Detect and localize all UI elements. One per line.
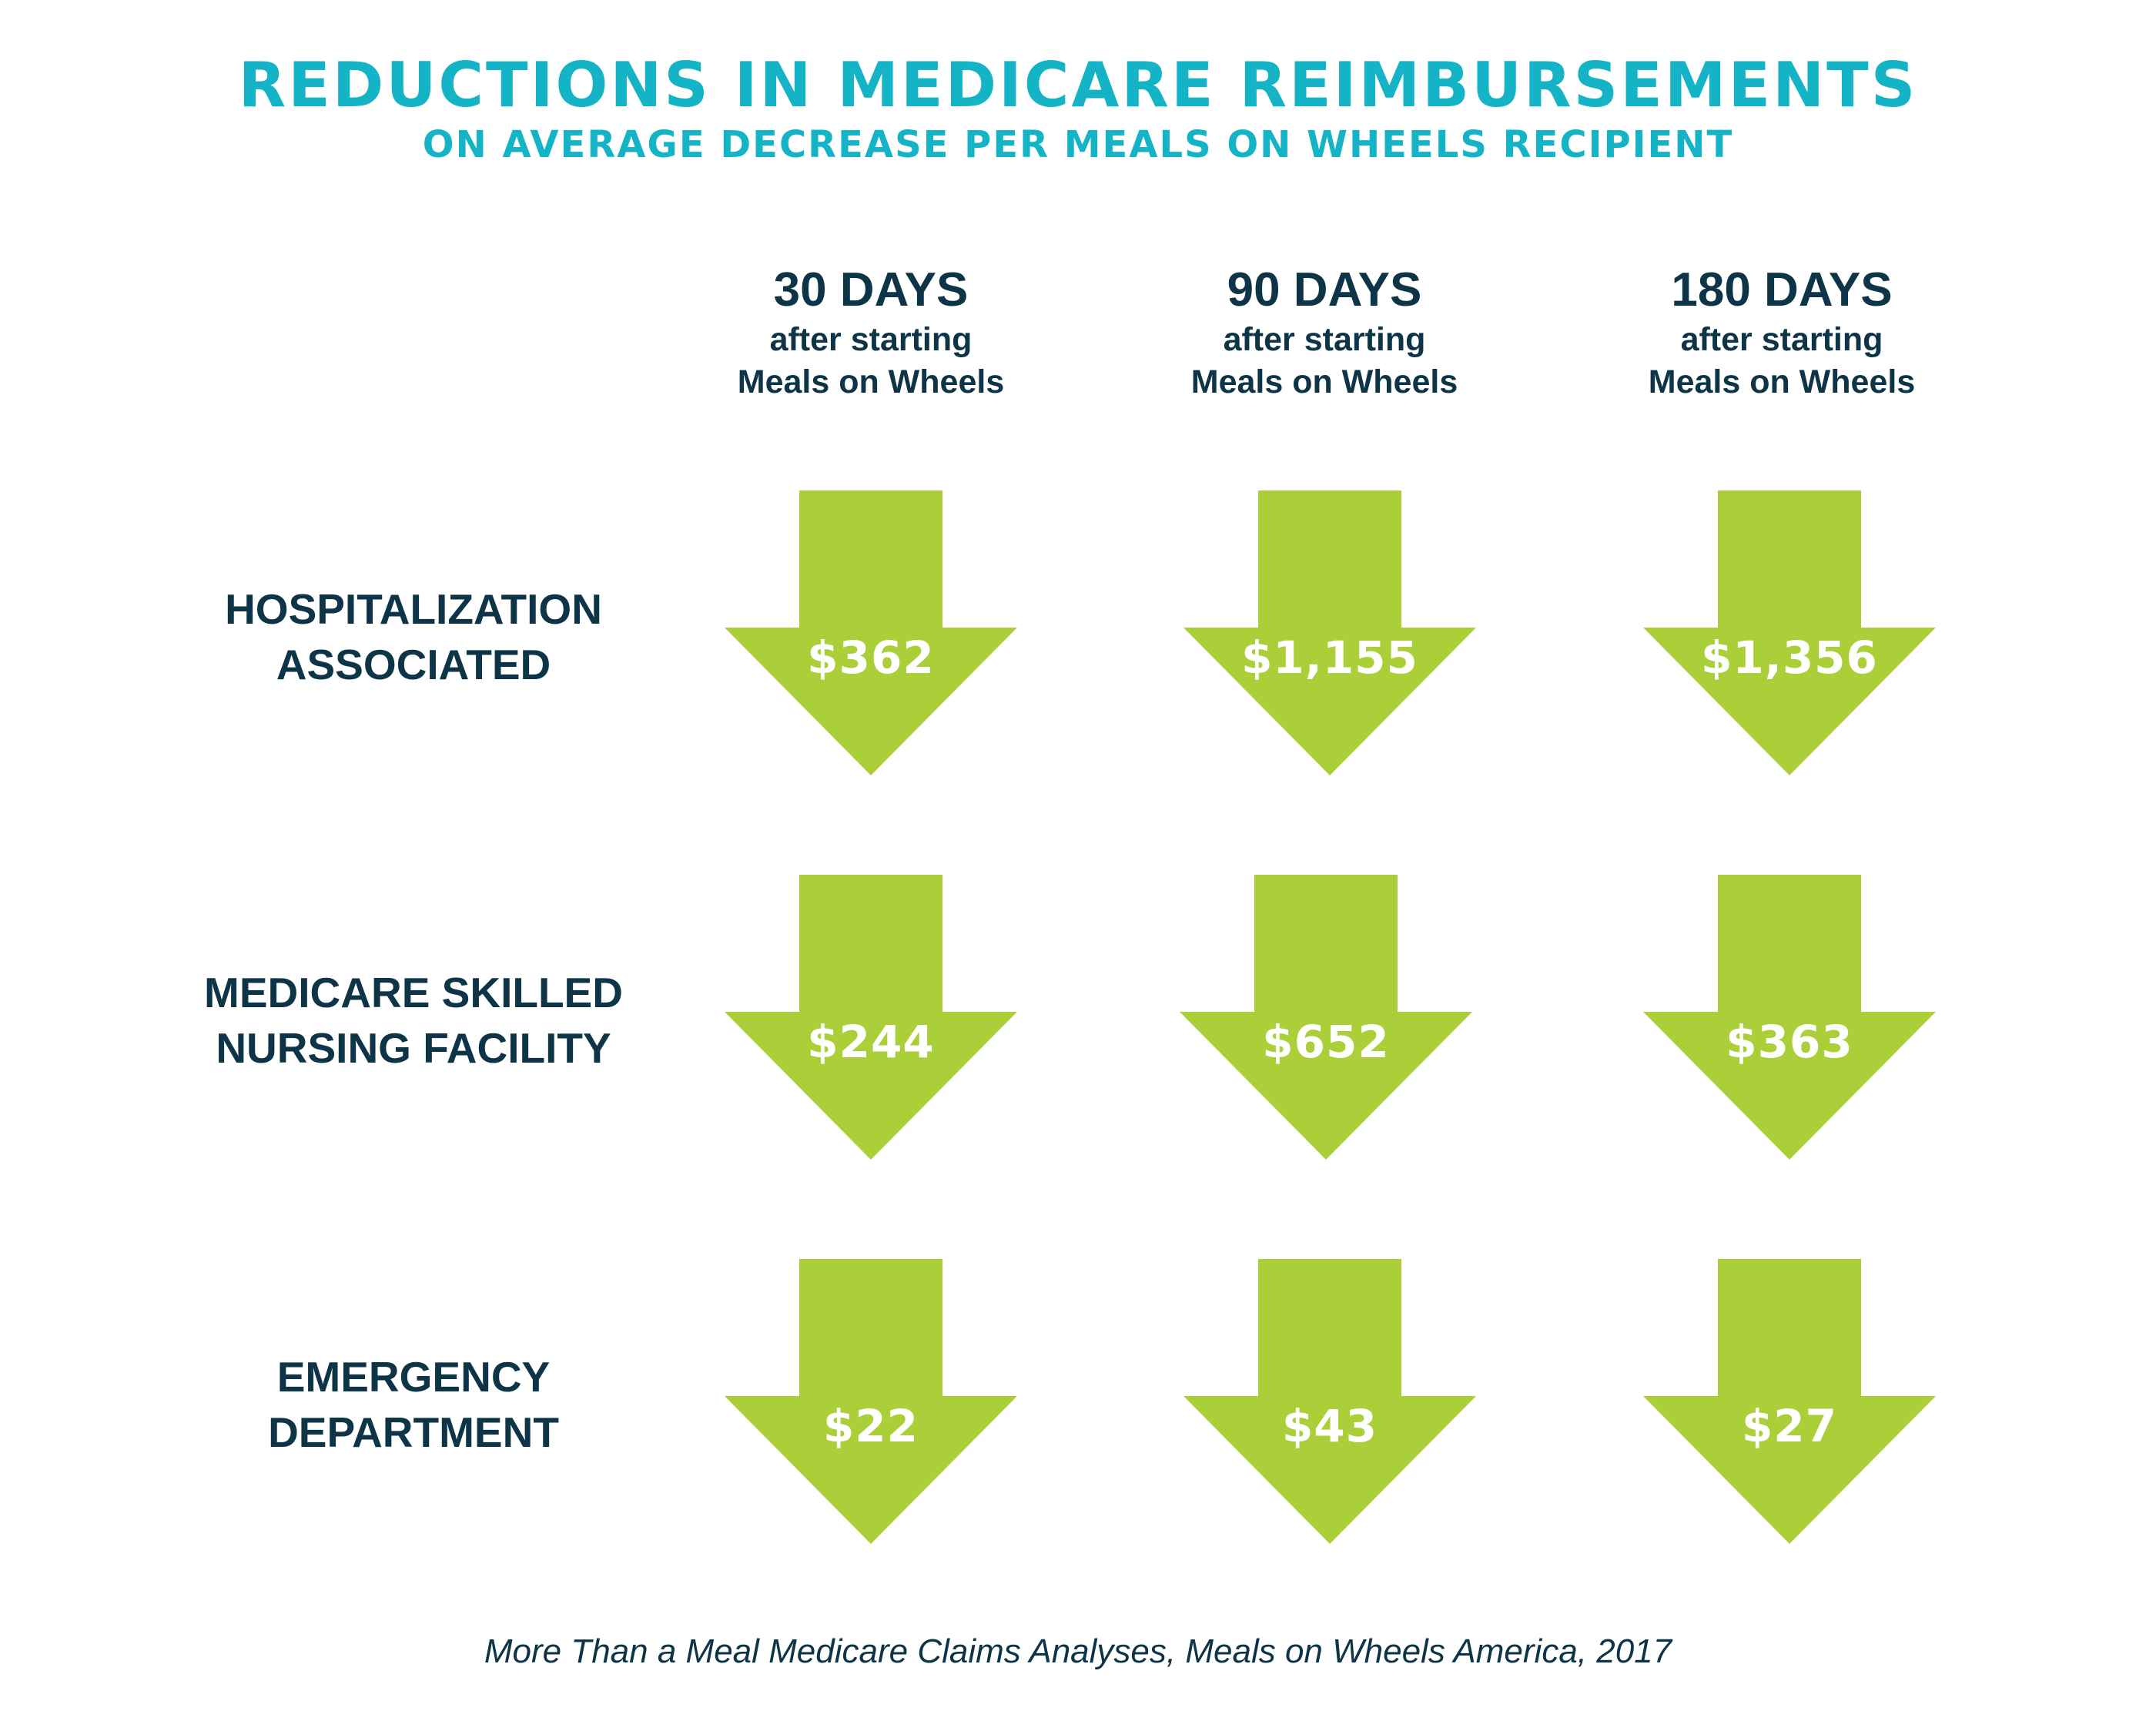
page-subtitle: ON AVERAGE DECREASE PER MEALS ON WHEELS … <box>422 123 1734 166</box>
row-label-line1: EMERGENCY <box>276 1353 551 1401</box>
down-arrow-icon: $22 <box>725 1259 1017 1544</box>
row-label-emergency: EMERGENCY DEPARTMENT <box>198 1349 629 1460</box>
row-label-line1: MEDICARE SKILLED <box>204 969 623 1016</box>
row-label-skilled-nursing: MEDICARE SKILLED NURSING FACILITY <box>198 965 629 1076</box>
column-header-180-days: 180 DAYS after starting Meals on Wheels <box>1582 262 1982 403</box>
reduction-value: $43 <box>1281 1400 1378 1452</box>
reduction-value: $27 <box>1741 1400 1838 1452</box>
reduction-value: $244 <box>807 1016 935 1068</box>
reduction-value: $1,356 <box>1701 631 1878 684</box>
source-citation: More Than a Meal Medicare Claims Analyse… <box>484 1632 1672 1670</box>
reduction-value: $1,155 <box>1241 631 1418 684</box>
column-sub-line2: Meals on Wheels <box>1190 363 1458 400</box>
column-days: 180 DAYS <box>1671 263 1893 316</box>
reduction-value: $22 <box>822 1400 919 1452</box>
reduction-value: $652 <box>1262 1016 1390 1068</box>
column-header-30-days: 30 DAYS after starting Meals on Wheels <box>671 262 1071 403</box>
column-sub-line1: after starting <box>769 321 973 358</box>
row-label-line2: ASSOCIATED <box>276 641 551 688</box>
down-arrow-icon: $1,155 <box>1183 491 1476 775</box>
column-days: 90 DAYS <box>1227 263 1422 316</box>
column-sub-line1: after starting <box>1223 321 1426 358</box>
down-arrow-icon: $362 <box>725 491 1017 775</box>
reduction-value: $363 <box>1726 1016 1853 1068</box>
row-label-line2: NURSING FACILITY <box>216 1024 611 1072</box>
column-header-90-days: 90 DAYS after starting Meals on Wheels <box>1124 262 1525 403</box>
row-label-line2: DEPARTMENT <box>268 1408 559 1456</box>
down-arrow-icon: $43 <box>1183 1259 1476 1544</box>
reduction-value: $362 <box>807 631 935 684</box>
row-label-line1: HOSPITALIZATION <box>225 585 602 633</box>
down-arrow-icon: $363 <box>1643 875 1936 1160</box>
down-arrow-icon: $652 <box>1180 875 1472 1160</box>
page-title: REDUCTIONS IN MEDICARE REIMBURSEMENTS <box>238 49 1918 121</box>
column-days: 30 DAYS <box>773 263 969 316</box>
column-sub-line2: Meals on Wheels <box>1648 363 1916 400</box>
row-label-hospitalization: HOSPITALIZATION ASSOCIATED <box>198 581 629 692</box>
down-arrow-icon: $244 <box>725 875 1017 1160</box>
column-sub-line2: Meals on Wheels <box>737 363 1005 400</box>
down-arrow-icon: $1,356 <box>1643 491 1936 775</box>
column-sub-line1: after starting <box>1680 321 1883 358</box>
down-arrow-icon: $27 <box>1643 1259 1936 1544</box>
